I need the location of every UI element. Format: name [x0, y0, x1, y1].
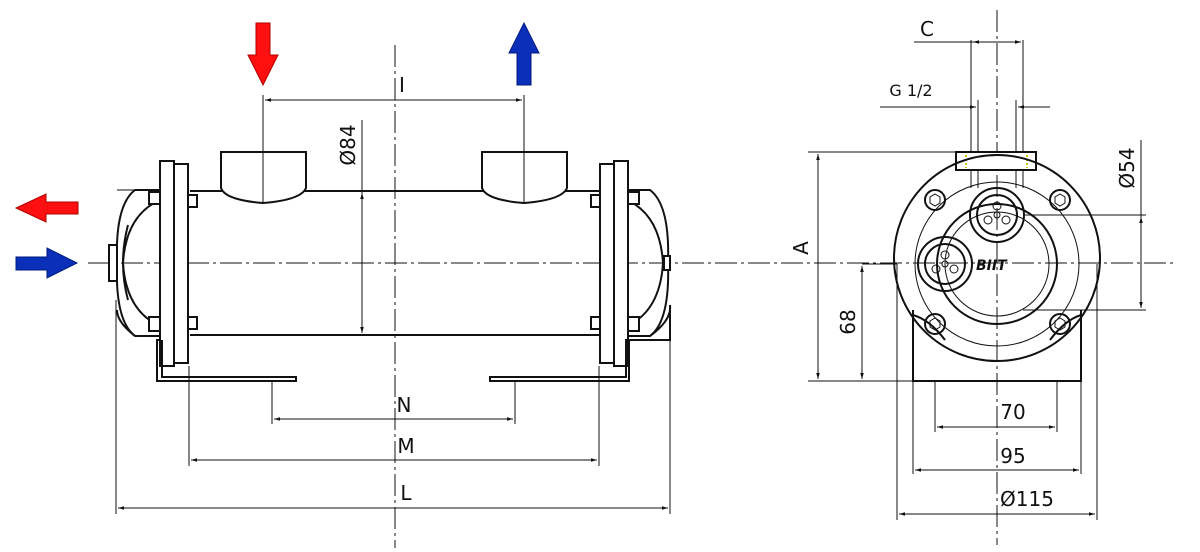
flange-outline: [893, 154, 1101, 362]
right-flange: [613, 160, 629, 367]
end-view: BIIT C G 1/2 A 68 Ø54 70 95 Ø1: [789, 10, 1146, 545]
bolt-icon: [924, 189, 946, 211]
dim-label-M: M: [397, 434, 414, 458]
dim-label-C: C: [920, 17, 934, 41]
dim-label-d84: Ø84: [336, 124, 360, 165]
arrow-down-hot-inlet-icon: [247, 22, 279, 87]
arrow-left-hot-outlet-icon: [14, 193, 79, 223]
arrow-up-cold-outlet-icon: [508, 21, 540, 86]
dim-label-95: 95: [1000, 444, 1025, 468]
left-flange: [159, 160, 175, 367]
dim-label-70: 70: [1000, 400, 1025, 424]
dim-label-d115: Ø115: [1000, 487, 1054, 511]
arrow-right-cold-inlet-icon: [15, 247, 79, 279]
dim-label-d54: Ø54: [1115, 147, 1139, 188]
dim-label-A: A: [789, 241, 813, 255]
bolt-icon: [1049, 189, 1071, 211]
side-view: I Ø84 N M L: [14, 21, 1175, 548]
dim-label-N: N: [397, 393, 412, 417]
bolt-icon: [1049, 313, 1071, 335]
dim-label-68: 68: [836, 309, 860, 334]
dim-label-G: G 1/2: [889, 81, 932, 100]
brand-logo: BIIT: [976, 258, 1008, 274]
upper-port: [969, 187, 1025, 243]
dim-label-L: L: [400, 481, 412, 505]
bolt-icon: [924, 313, 946, 335]
lower-port: [917, 236, 973, 292]
left-mounting-bracket: [156, 339, 297, 382]
dim-label-I: I: [399, 73, 405, 97]
